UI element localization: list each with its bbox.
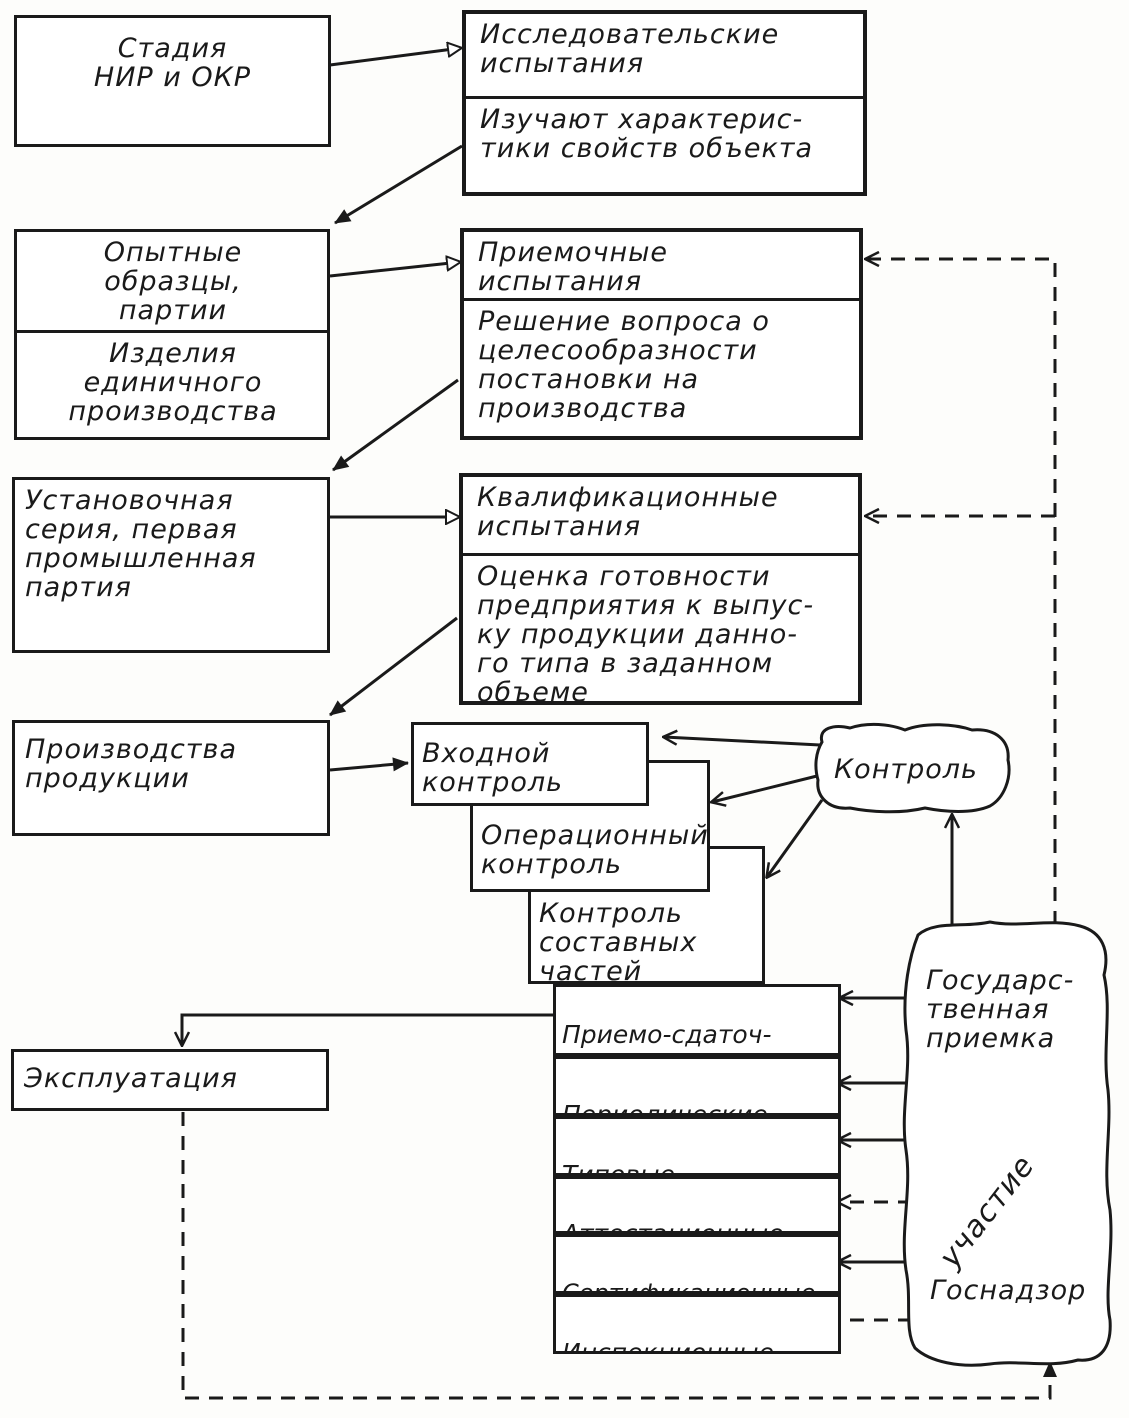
stage-research-label: Стадия НИР и ОКР [93,33,252,93]
arrow-research-to-prototypes [334,144,463,225]
test-typical: Типовые [553,1116,841,1176]
stage-prototypes-label: Опытные образцы, партии [103,237,243,326]
acceptance-tests-desc: Решение вопроса о целесообразности поста… [478,306,770,424]
research-tests-title: Исследовательские испытания [480,19,780,79]
research-tests-title-section: Исследовательские испытания [466,14,863,99]
research-tests-desc-section: Изучают характерис- тики свойств объекта [466,99,863,167]
stage-exploitation-box: Эксплуатация [11,1049,329,1111]
research-tests-desc: Изучают характерис- тики свойств объекта [480,104,814,164]
components-control-label: Контроль составных частей [539,898,698,984]
stage-single-production-section: Изделия единичного производства [17,333,327,430]
stage-prototypes-section: Опытные образцы, партии [17,232,327,333]
stage-exploitation-label: Эксплуатация [24,1063,238,1094]
control-cloud-shape [814,722,1011,814]
stage-setup-series-box: Установочная серия, первая промышленная … [12,477,330,653]
control-cloud-label: Контроль [834,754,978,785]
qualification-tests-title-section: Квалификационные испытания [463,477,858,556]
test-inspection-label: Инспекционные [562,1338,774,1354]
acceptance-tests-title-section: Приемочные испытания [464,232,859,301]
acceptance-tests-title: Приемочные испытания [478,237,669,297]
test-attestation-label: Аттестационные [562,1219,784,1234]
arrow-cloud-to-components [767,799,824,877]
stage-prototypes-box: Опытные образцы, партии Изделия единично… [14,229,330,440]
operational-control-label: Операционный контроль [481,820,709,880]
test-periodic: Периодические [553,1056,841,1116]
test-inspection: Инспекционные [553,1294,841,1354]
research-tests-box: Исследовательские испытания Изучают хара… [462,10,867,196]
qualification-tests-desc-section: Оценка готовности предприятия к выпус- к… [463,556,858,705]
test-typical-label: Типовые [562,1160,676,1176]
arrow-tests-to-exploitation [182,1013,553,1045]
acceptance-tests-box: Приемочные испытания Решение вопроса о ц… [460,228,863,440]
dashed-to-acceptance-tests [866,259,1057,925]
qualification-tests-title: Квалификационные испытания [477,482,779,542]
qualification-tests-box: Квалификационные испытания Оценка готовн… [459,473,862,705]
stage-production-label: Производства продукции [25,734,237,794]
stage-single-production-label: Изделия единичного производства [68,338,278,427]
qualification-tests-desc: Оценка готовности предприятия к выпус- к… [477,561,815,705]
stage-setup-series-label: Установочная серия, первая промышленная … [25,485,257,603]
test-acceptance-delivery: Приемо-сдаточ- ные испытания [553,984,841,1056]
test-certification-label: Сертификационные [562,1279,816,1294]
stage-research-box: Стадия НИР и ОКР [14,15,331,147]
test-periodic-label: Периодические [562,1100,768,1116]
test-acceptance-delivery-label: Приемо-сдаточ- ные испытания [562,1020,772,1054]
gosnadzor-label: Госнадзор [930,1275,1087,1306]
test-certification: Сертификационные [553,1234,841,1294]
arrow-prototypes-to-acceptance [329,262,460,278]
arrow-cloud-to-incoming [664,737,821,747]
incoming-control-box: Входной контроль [411,722,649,806]
arrow-qualification-to-production [329,616,458,717]
stage-production-box: Производства продукции [12,720,330,836]
arrow-research-to-tests [329,48,461,67]
arrow-cloud-to-operational [712,774,818,802]
arrow-production-to-incoming [329,757,409,772]
test-attestation: Аттестационные [553,1176,841,1234]
acceptance-tests-desc-section: Решение вопроса о целесообразности поста… [464,301,859,427]
supervision-cloud-shape [902,920,1113,1367]
state-acceptance-label: Государс- твенная приемка [926,965,1075,1054]
incoming-control-label: Входной контроль [422,738,564,798]
arrow-acceptance-to-setup [332,378,459,472]
